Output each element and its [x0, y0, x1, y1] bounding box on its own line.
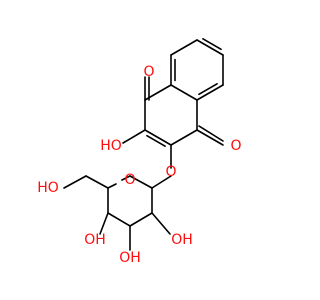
- bond: [85, 175, 109, 189]
- bond-c-o: [198, 125, 224, 142]
- bond: [121, 175, 131, 181]
- bond: [144, 129, 172, 146]
- bond: [196, 84, 224, 101]
- double-bond-inner: [198, 82, 218, 96]
- ho-enol-label: HO: [100, 138, 122, 154]
- ho-ch2-label: HO: [37, 180, 59, 196]
- chemical-structure-diagram: O O HO O O HO OH OH OH: [37, 37, 242, 266]
- bond: [144, 84, 172, 101]
- o-ring-label: O: [124, 172, 135, 188]
- bond: [107, 212, 131, 227]
- double-bond-inner: [202, 37, 222, 51]
- bond: [170, 84, 198, 101]
- bond: [151, 212, 171, 235]
- bond-c-o: [151, 175, 172, 189]
- bond: [170, 39, 198, 56]
- bond: [99, 212, 109, 235]
- bond-c-o: [196, 129, 224, 146]
- bond: [63, 175, 87, 189]
- o-ketone-top-label: O: [143, 64, 154, 80]
- oh-c4-label: OH: [171, 232, 193, 248]
- oh-c3-label: OH: [84, 232, 106, 248]
- bond: [129, 175, 153, 189]
- bond: [196, 39, 224, 56]
- bond-c-o: [122, 129, 146, 144]
- double-bond-inner: [146, 134, 166, 148]
- bond: [129, 212, 153, 227]
- o-ether-label: O: [165, 164, 176, 180]
- bond: [170, 129, 198, 146]
- o-ketone-right-label: O: [230, 138, 241, 154]
- bond: [107, 183, 117, 189]
- oh-c5-label: OH: [119, 250, 141, 266]
